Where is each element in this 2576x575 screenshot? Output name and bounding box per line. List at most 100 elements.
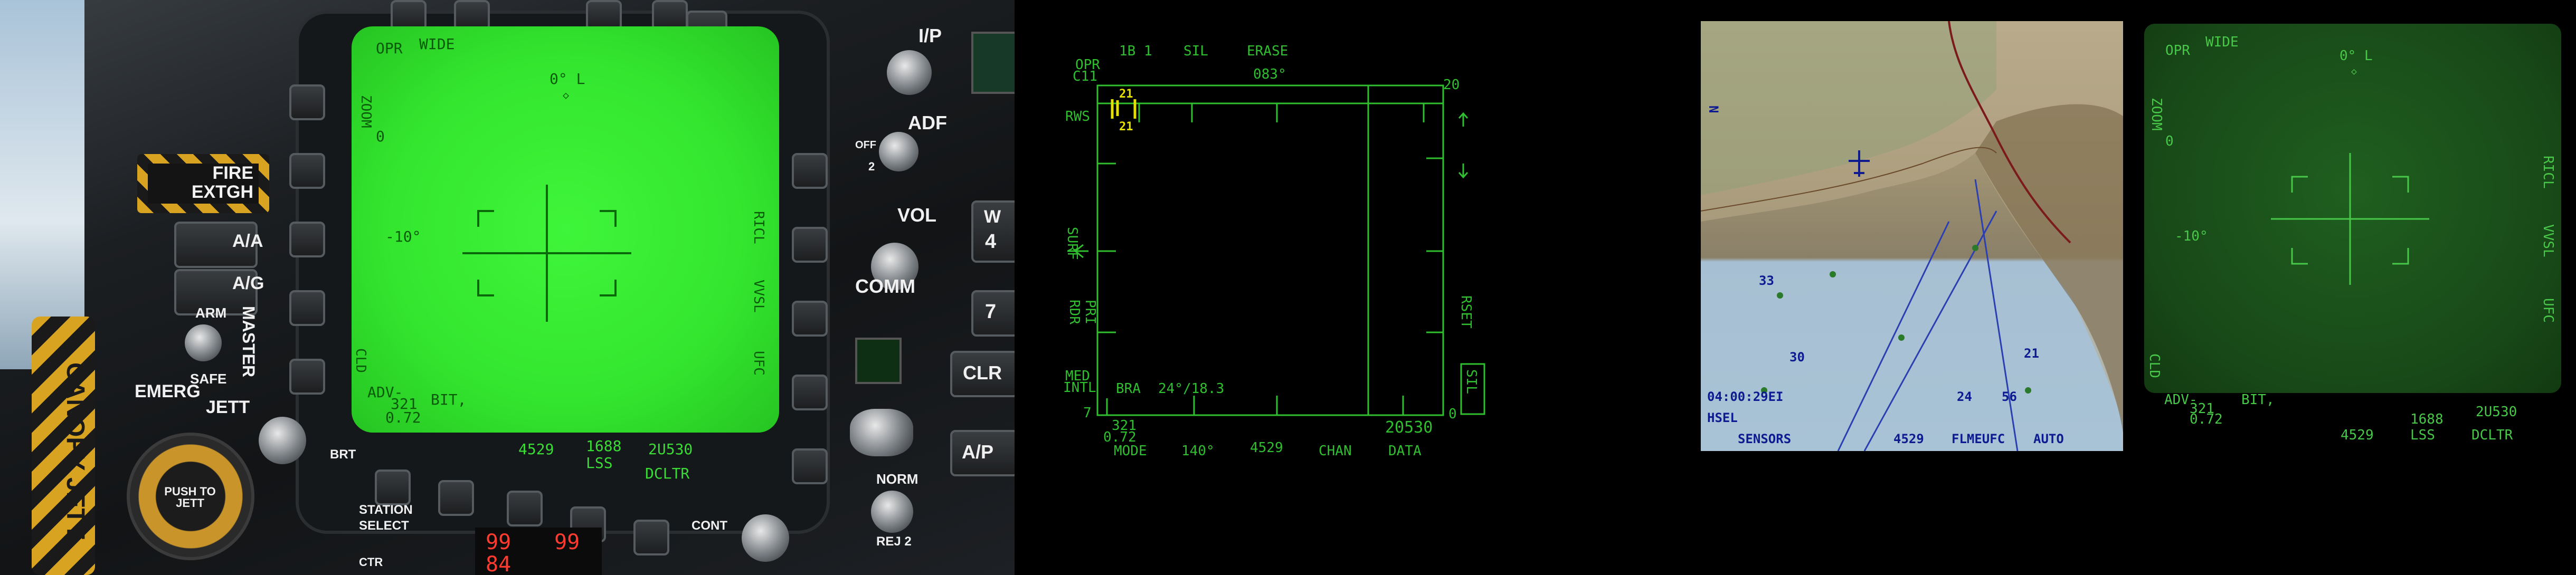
vol-label: VOL — [897, 204, 937, 226]
tac-072: 0.72 — [1103, 429, 1137, 445]
adf-2-label: 2 — [868, 160, 875, 173]
mfd-pb-left-1[interactable] — [289, 84, 325, 120]
flir-bit: BIT, — [2241, 392, 2275, 408]
extgh-label: EXTGH — [191, 182, 253, 202]
mfd-mach: 0.72 — [385, 409, 421, 426]
master-label: MASTER — [239, 306, 258, 378]
push-to-jett-button[interactable]: PUSH TO JETT — [127, 433, 254, 560]
flir-lss-val: 1688 — [2410, 411, 2444, 427]
mfd-pb-right-5[interactable] — [792, 448, 828, 484]
mfd-pb-right-4[interactable] — [792, 375, 828, 410]
tac-20530: 20530 — [1385, 418, 1433, 437]
master-arm-switch[interactable] — [185, 324, 222, 361]
mfd-adv: ADV- — [367, 384, 403, 401]
ufc-key-clr[interactable]: CLR — [950, 351, 1015, 397]
ip-button[interactable] — [887, 50, 932, 95]
mfd-pb-left-5[interactable] — [289, 359, 325, 395]
flir-display-dim: OPR WIDE 0° L ◇ ZOOM 0 -10° RICL VVSL UF… — [2144, 24, 2561, 393]
adf-switch[interactable] — [879, 132, 918, 171]
mfd-pb-right-2[interactable] — [792, 227, 828, 263]
fire-extgh-switch[interactable]: FIRE EXTGH — [137, 154, 269, 213]
mfd-neg10: -10° — [385, 228, 421, 245]
tac-top2[interactable]: SIL — [1183, 43, 1208, 59]
mfd-dcltr: DCLTR — [645, 465, 690, 482]
tac-intl: INTL — [1063, 380, 1096, 396]
flir-mfd-screen: OPR WIDE 0° L ◇ ZOOM 0 -10° RICL VVSL UF… — [352, 26, 779, 433]
mfd-pb-right-1[interactable] — [792, 153, 828, 189]
flir-alt: 4529 — [2341, 427, 2374, 443]
tac-321: 321 — [1112, 418, 1137, 434]
map-terrain — [1701, 21, 2123, 451]
tac-pri: PRI — [1082, 300, 1098, 324]
cont-knob[interactable] — [742, 514, 789, 562]
map-alt: 4529 — [1893, 432, 1924, 446]
arm-label: ARM — [195, 305, 227, 321]
tac-chan[interactable]: CHAN — [1319, 443, 1352, 459]
ufc-key-w4[interactable]: W 4 — [971, 200, 1015, 263]
mfd-pb-left-4[interactable] — [289, 290, 325, 326]
mfd-pb-top-2[interactable] — [454, 0, 490, 31]
mfd-diamond-icon: ◇ — [563, 89, 570, 101]
mfd-opr: OPR — [376, 40, 403, 57]
select-label: SELECT — [359, 519, 409, 533]
jett-label: JETT — [206, 397, 250, 417]
tac-range-bot: 0 — [1448, 406, 1457, 422]
mfd-pb-bottom-1[interactable] — [375, 469, 411, 505]
flir-adv-val: 321 — [2190, 401, 2214, 417]
tac-rset[interactable]: RSET — [1458, 295, 1474, 329]
fire-label: FIRE — [212, 163, 253, 183]
map-hsel[interactable]: HSEL — [1707, 410, 1738, 425]
flir-lss: LSS — [2410, 427, 2435, 443]
ufc-scratchpad — [971, 32, 1015, 94]
tac-opr: OPR — [1075, 57, 1100, 73]
tac-hdg140: 140° — [1181, 443, 1215, 459]
comm-vol-knob[interactable] — [871, 243, 918, 290]
flir-reticle — [462, 185, 631, 322]
ufc-key-7[interactable]: 7 — [971, 290, 1015, 337]
tac-rws[interactable]: RWS — [1065, 109, 1090, 124]
mfd-pb-bottom-2[interactable] — [438, 480, 474, 516]
aa-master-mode-button[interactable] — [174, 222, 258, 268]
clr-label: CLR — [963, 362, 1002, 384]
w-label: W — [984, 207, 1001, 227]
tac-seven: 7 — [1083, 405, 1092, 421]
tac-sil[interactable]: SIL — [1463, 369, 1479, 394]
mfd-pb-bottom-5[interactable] — [633, 520, 669, 555]
tac-data[interactable]: DATA — [1388, 443, 1422, 459]
mfd-pb-right-3[interactable] — [792, 301, 828, 337]
map-sensors[interactable]: SENSORS — [1738, 432, 1792, 446]
flir-cld: CLD — [2146, 353, 2162, 378]
canopy-jett-handle[interactable] — [32, 317, 95, 575]
ag-master-mode-button[interactable] — [174, 269, 258, 315]
comm-label: COMM — [855, 275, 915, 297]
four-label: 4 — [985, 231, 997, 253]
tac-surf[interactable]: SURF — [1064, 227, 1080, 260]
flir-zoom: ZOOM — [2148, 98, 2164, 131]
tac-mode[interactable]: MODE — [1114, 443, 1147, 459]
mfd-wide: WIDE — [419, 35, 455, 53]
flir-neg10: -10° — [2175, 228, 2208, 244]
mfd-pb-bottom-3[interactable] — [507, 491, 543, 526]
tac-c11: C11 — [1073, 69, 1097, 84]
canopy-window — [0, 0, 84, 369]
flir-dim-reticle — [2271, 153, 2429, 285]
map-flmeufc[interactable]: FLMEUFC — [1952, 432, 2005, 446]
station-label: STATION — [359, 503, 413, 517]
mfd-bearing: 0° L — [550, 70, 585, 88]
tac-bra-val: 24°/18.3 — [1158, 381, 1225, 397]
map-auto[interactable]: AUTO — [2033, 432, 2064, 446]
tac-top1[interactable]: 1B 1 — [1119, 43, 1152, 59]
ils-switch[interactable] — [871, 491, 913, 533]
ufc-key-ap[interactable]: A/P — [950, 430, 1015, 476]
flir-opr: OPR — [2165, 43, 2190, 59]
tac-top3[interactable]: ERASE — [1247, 43, 1289, 59]
mfd-pb-left-2[interactable] — [289, 153, 325, 189]
mfd-pb-top-3[interactable] — [586, 0, 622, 31]
comm-knob[interactable] — [850, 409, 913, 456]
map-num-5: 56 — [2002, 389, 2017, 404]
ufc-option-window — [855, 338, 902, 384]
tac-med: MED — [1065, 368, 1090, 384]
mfd-pb-left-3[interactable] — [289, 222, 325, 257]
brt-knob[interactable] — [259, 417, 306, 464]
tac-range-top: 20 — [1443, 77, 1460, 93]
